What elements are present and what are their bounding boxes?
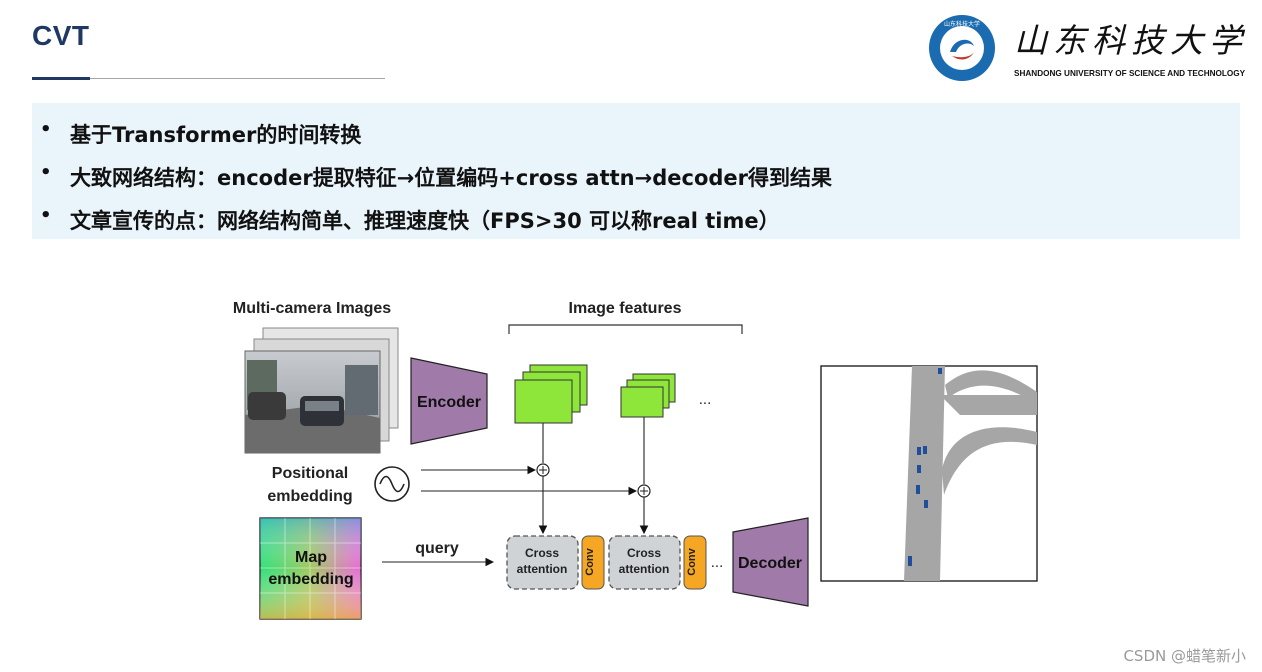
university-name-english: SHANDONG UNIVERSITY OF SCIENCE AND TECHN… [1014, 69, 1246, 78]
seal-emblem-accent [952, 52, 974, 60]
positional-label-line2: embedding [267, 488, 352, 505]
bullet-dot: • [40, 119, 52, 140]
bev-output-map [820, 365, 1038, 582]
feature-map-stack-large [514, 364, 588, 424]
conv-block [683, 535, 707, 590]
bullet-list-panel [32, 103, 1240, 239]
decoder-label: Decoder [738, 555, 802, 572]
university-name-chinese: 山东科技大学 [1014, 21, 1246, 60]
feature-map-stack-small [620, 373, 676, 418]
camera-image-front [244, 350, 381, 454]
vehicle-marker [916, 485, 920, 494]
seal-emblem [950, 39, 974, 52]
bullet-dot: • [40, 205, 52, 226]
map-label-line2: embedding [268, 571, 353, 588]
bullet-text: 文章宣传的点：网络结构简单、推理速度快（FPS>30 可以称real time） [70, 209, 780, 233]
university-logo: 山东科技大学 山东科技大学 SHANDONG UNIVERSITY OF SCI… [929, 15, 1246, 81]
bullet-text: 基于Transformer的时间转换 [70, 123, 362, 147]
conv-label: Conv [686, 547, 698, 575]
map-embedding-grid [259, 517, 362, 620]
map-label-line1: Map [295, 549, 327, 566]
cross-attention-label-line2: attention [619, 562, 670, 576]
title-underline [32, 78, 385, 79]
car-icon [248, 392, 286, 420]
encoder-block [410, 357, 488, 445]
cross-attention-block [506, 535, 579, 590]
vehicle-marker [923, 446, 927, 454]
add-icon [637, 484, 651, 498]
cross-attention-block [608, 535, 681, 590]
encoder-label: Encoder [417, 394, 481, 411]
cross-attention-label-line1: Cross [525, 546, 559, 560]
image-features-bracket [508, 324, 743, 334]
vehicle-marker [924, 500, 928, 508]
decoder-ellipsis: ... [711, 554, 724, 571]
bullet-dot: • [40, 162, 52, 183]
positional-label-line1: Positional [272, 465, 348, 482]
vehicle-marker [908, 556, 912, 566]
multi-camera-label: Multi-camera Images [233, 300, 391, 317]
seal-text: 山东科技大学 [944, 20, 980, 28]
conv-label: Conv [584, 547, 596, 575]
cross-attention-label-line1: Cross [627, 546, 661, 560]
watermark: CSDN @蜡笔新小 [1123, 647, 1246, 665]
cross-attention-label-line2: attention [517, 562, 568, 576]
query-label: query [415, 540, 459, 557]
seal-inner-disc [940, 26, 984, 70]
image-features-label: Image features [569, 300, 682, 317]
vehicle-marker [917, 447, 921, 455]
decoder-block [732, 517, 809, 607]
vehicle-marker [917, 465, 921, 473]
vehicle-marker [938, 368, 942, 374]
slide-title: CVT [32, 20, 90, 51]
feature-ellipsis: ... [699, 391, 712, 408]
conv-block [581, 535, 605, 590]
bullet-text: 大致网络结构：encoder提取特征→位置编码+cross attn→decod… [70, 166, 833, 190]
title-underline-accent [32, 77, 90, 80]
add-icon [536, 463, 550, 477]
